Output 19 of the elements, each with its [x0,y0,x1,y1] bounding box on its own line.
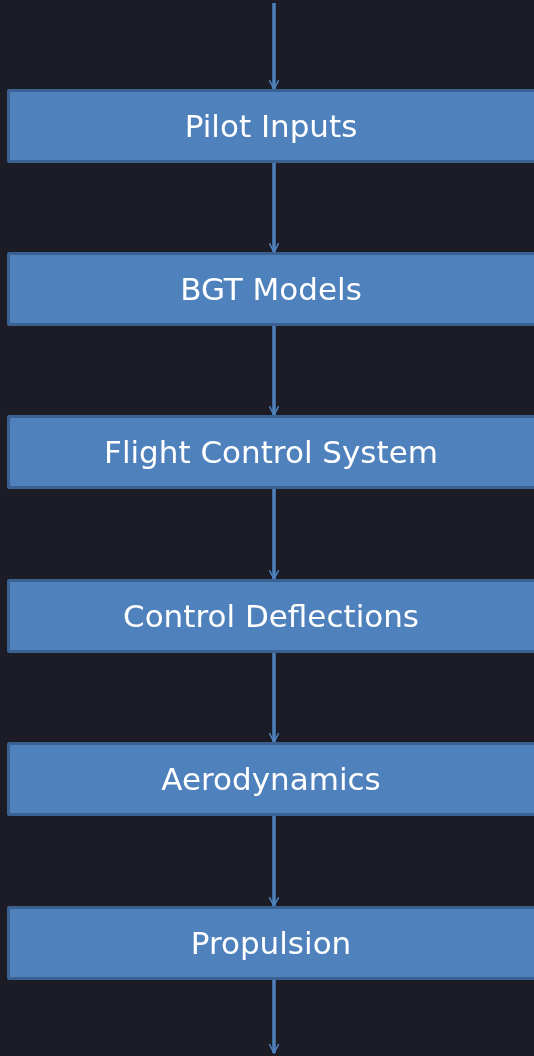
arrow [268,163,280,253]
box-label: BGT Models [180,271,362,307]
box-label: Propulsion [190,925,352,961]
process-box [7,252,534,326]
process-box [7,906,534,980]
arrow [268,489,280,580]
process-box [7,742,534,816]
arrow [268,3,280,90]
box-label: Flight Control System [104,434,438,470]
box-label: Control Deflections [123,598,419,634]
arrow [268,326,280,416]
box-label: Aerodynamics [161,761,381,797]
process-box [7,579,534,653]
process-box [7,89,534,163]
arrow [268,816,280,907]
arrow [268,653,280,743]
process-box [7,415,534,489]
arrow [268,980,280,1054]
box-label: Pilot Inputs [184,108,358,144]
